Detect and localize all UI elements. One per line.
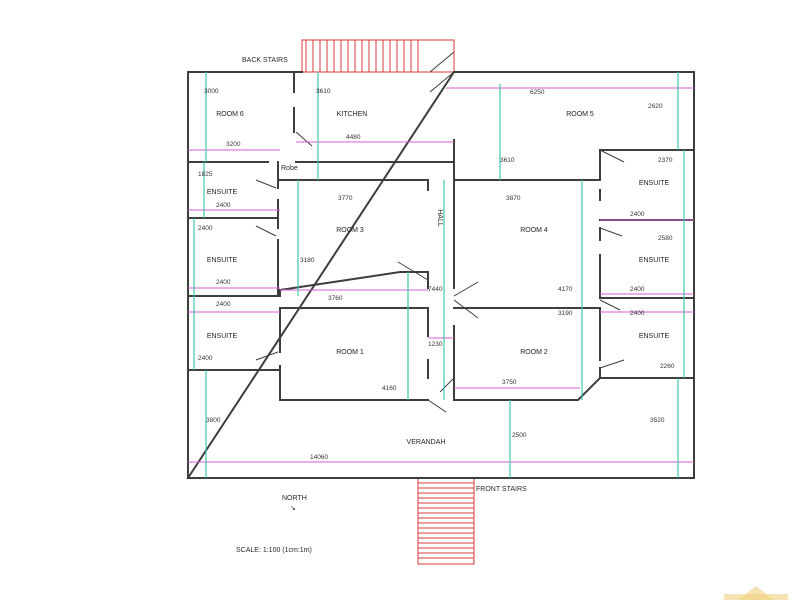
dim-2400-g: 2400 — [630, 310, 645, 317]
ensuite-label-3: ENSUITE — [207, 257, 238, 264]
scale-label: SCALE: 1:100 (1cm:1m) — [236, 547, 312, 554]
dim-7440: 7440 — [428, 286, 443, 293]
north-arrow-icon: ↘ — [290, 505, 296, 512]
ensuite-label-5: ENSUITE — [207, 333, 238, 340]
hall-label: HALL — [436, 209, 443, 227]
dim-3750: 3750 — [502, 379, 517, 386]
horizontal-dimensions — [188, 87, 694, 463]
verandah-label: VERANDAH — [407, 439, 446, 446]
dim-14060: 14060 — [310, 454, 328, 461]
dim-4170: 4170 — [558, 286, 573, 293]
dim-3800: 3800 — [206, 417, 221, 424]
ensuite-label-6: ENSUITE — [639, 333, 670, 340]
dim-4160: 4160 — [382, 385, 397, 392]
back-stairs-label: BACK STAIRS — [242, 57, 288, 64]
dim-3200: 3200 — [226, 141, 241, 148]
dim-2260: 2260 — [660, 363, 675, 370]
outer-walls — [186, 71, 695, 479]
dimension-labels: 3000 3610 6250 2620 3200 4480 1825 3610 … — [198, 88, 675, 461]
front-stairs-label: FRONT STAIRS — [476, 486, 527, 493]
ensuite-label-4: ENSUITE — [639, 257, 670, 264]
room6-label: ROOM 6 — [216, 111, 244, 118]
kitchen-label: KITCHEN — [337, 111, 368, 118]
back-stairs — [301, 39, 455, 73]
dim-3770: 3770 — [338, 195, 353, 202]
room1-label: ROOM 1 — [336, 349, 364, 356]
room3-label: ROOM 3 — [336, 227, 364, 234]
dim-3610-a: 3610 — [316, 88, 331, 95]
dim-2400-c: 2400 — [198, 225, 213, 232]
dim-6250: 6250 — [530, 89, 545, 96]
dim-1230: 1230 — [428, 341, 443, 348]
north-label: NORTH — [282, 495, 307, 502]
dim-2500: 2500 — [512, 432, 527, 439]
dim-3760: 3760 — [328, 295, 343, 302]
dim-2620: 2620 — [648, 103, 663, 110]
dim-2400-d: 2400 — [216, 279, 231, 286]
dim-2400-b: 2400 — [630, 211, 645, 218]
dim-4480: 4480 — [346, 134, 361, 141]
ensuite-label-2: ENSUITE — [639, 180, 670, 187]
dim-1825: 1825 — [198, 171, 213, 178]
dim-2400-e: 2400 — [630, 286, 645, 293]
front-stairs — [417, 477, 475, 565]
room-labels: ROOM 6 KITCHEN ROOM 5 ENSUITE ROOM 3 ROO… — [207, 111, 670, 446]
dim-3000: 3000 — [204, 88, 219, 95]
vertical-dimensions — [193, 72, 685, 478]
room4-label: ROOM 4 — [520, 227, 548, 234]
dim-3180: 3180 — [300, 257, 315, 264]
dim-2400-h: 2400 — [198, 355, 213, 362]
dim-3520: 3520 — [650, 417, 665, 424]
dim-2400-f: 2400 — [216, 301, 231, 308]
interior-walls — [187, 71, 695, 401]
doors — [255, 51, 625, 413]
dim-3610-b: 3610 — [500, 157, 515, 164]
dim-3190: 3190 — [558, 310, 573, 317]
watermark-logo — [724, 586, 788, 600]
dim-2370: 2370 — [658, 157, 673, 164]
room5-label: ROOM 5 — [566, 111, 594, 118]
dim-2400-a: 2400 — [216, 202, 231, 209]
ensuite-label-1: ENSUITE — [207, 189, 238, 196]
hall-text: HALL — [436, 209, 443, 227]
dim-2580: 2580 — [658, 235, 673, 242]
robe-label: Robe — [281, 165, 298, 172]
other-labels: BACK STAIRS FRONT STAIRS NORTH ↘ SCALE: … — [236, 57, 527, 554]
dim-3870: 3870 — [506, 195, 521, 202]
room2-label: ROOM 2 — [520, 349, 548, 356]
